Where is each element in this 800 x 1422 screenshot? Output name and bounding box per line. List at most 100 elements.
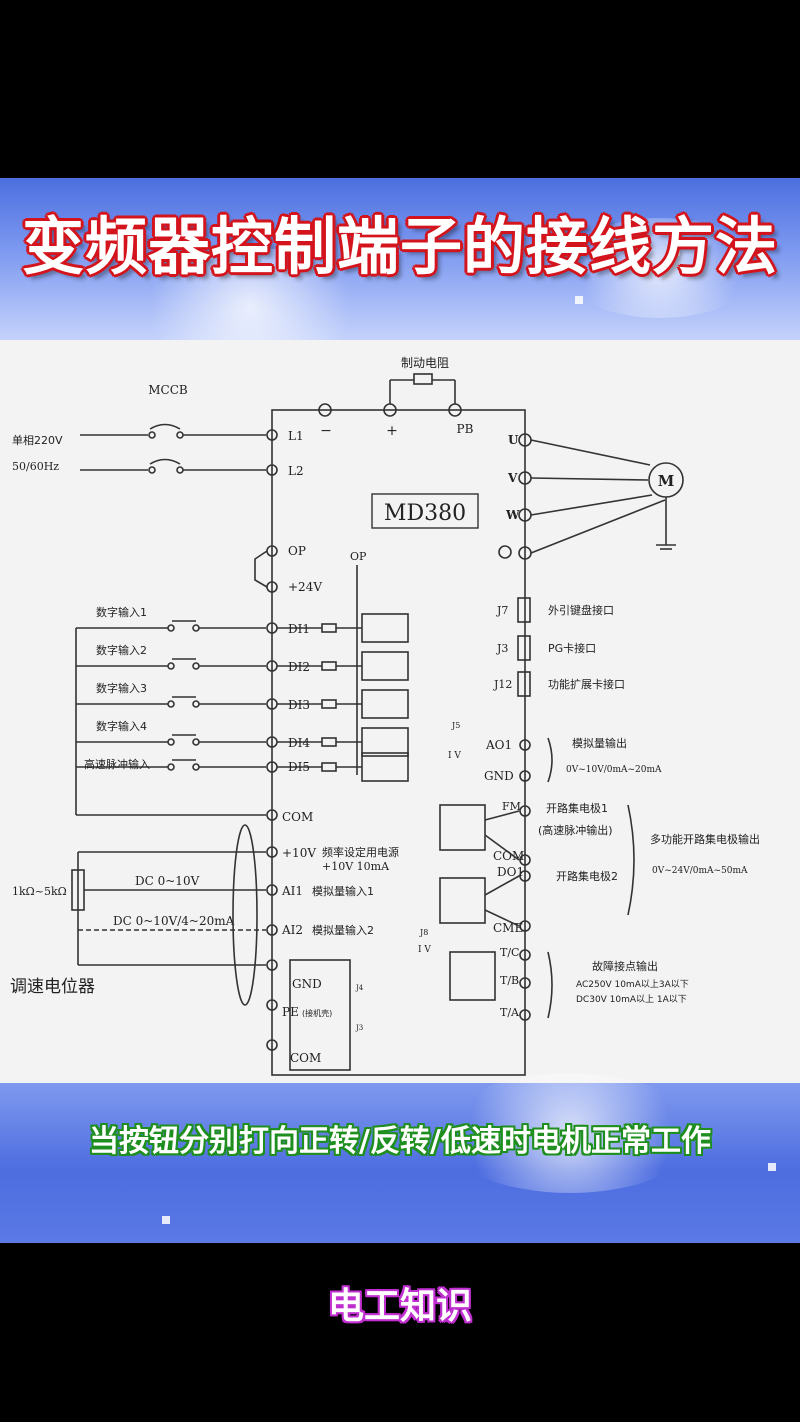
optocoupler <box>361 727 409 757</box>
channel-name: 电工知识 <box>327 1286 472 1327</box>
ao-range: 0V~10V/0mA~20mA <box>566 765 662 775</box>
switch-contact <box>192 662 200 670</box>
fault-spec-dc: DC30V 10mA以上 1A以下 <box>576 994 687 1005</box>
terminal-tc: T/C <box>500 946 519 959</box>
terminal-com-bottom: COM <box>290 1051 321 1065</box>
model-label: MD380 <box>384 501 466 526</box>
switch-contact <box>167 763 175 771</box>
jumper-j5-iv: I V <box>448 751 461 761</box>
terminal-di3: DI3 <box>288 698 310 712</box>
supply-voltage: 单相220V <box>12 434 63 447</box>
input-label-2: 数字输入2 <box>96 643 147 657</box>
dc-range-2: DC 0~10V/4~20mA <box>113 914 235 928</box>
terminal-minus: − <box>320 423 332 439</box>
jumper-j3: J3 <box>355 1024 363 1032</box>
sparkle <box>768 1163 776 1171</box>
connector-j7-label: 外引键盘接口 <box>548 603 614 617</box>
input-label-1: 数字输入1 <box>96 605 147 619</box>
terminal-w: W <box>505 508 520 522</box>
terminal-di5: DI5 <box>288 760 310 774</box>
sparkle <box>162 1216 170 1224</box>
switch-contact <box>167 624 175 632</box>
switch-contact <box>167 662 175 670</box>
input-label-4: 数字输入4 <box>96 719 147 733</box>
digital-input-rows <box>76 613 409 782</box>
connector-j12: J12 <box>493 678 512 691</box>
optocoupler <box>361 613 409 643</box>
terminal-op: OP <box>288 544 306 558</box>
resistor <box>321 699 337 709</box>
switch-contact <box>192 700 200 708</box>
jumper-j4: J4 <box>355 984 364 992</box>
jumper-j8-iv: I V <box>418 945 431 955</box>
motor-label: M <box>658 472 675 490</box>
terminal-10v: +10V <box>282 846 316 860</box>
terminal-pe: PE <box>282 1005 299 1019</box>
page-title: 变频器控制端子的接线方法 <box>21 210 778 283</box>
input-label-5: 高速脉冲输入 <box>84 757 150 771</box>
terminal-com-oc: COM <box>493 849 524 863</box>
terminal-di2: DI2 <box>288 660 310 674</box>
switch-contact <box>167 700 175 708</box>
ai2-label: 模拟量输入2 <box>312 923 374 937</box>
terminal-plus: + <box>386 423 398 439</box>
multi-output-label: 多功能开路集电极输出 <box>650 832 760 846</box>
terminal-tb: T/B <box>500 974 519 987</box>
terminal-fm: FM <box>502 800 521 813</box>
resistor <box>321 737 337 747</box>
inverter-body <box>271 409 526 1076</box>
mccb-label: MCCB <box>148 383 188 397</box>
terminal-di4: DI4 <box>288 736 310 750</box>
terminal-l2: L2 <box>288 464 304 478</box>
terminal-v: V <box>507 471 518 485</box>
fm-sublabel: (高速脉冲输出) <box>538 823 613 837</box>
do-label: 开路集电极2 <box>556 869 618 883</box>
connector-j3: J3 <box>496 642 508 655</box>
switch-contact <box>192 738 200 746</box>
glow-effect <box>560 218 760 318</box>
optocoupler <box>361 689 409 719</box>
terminal-ao-gnd: GND <box>484 769 514 783</box>
terminal-ai2: AI2 <box>281 923 303 937</box>
ai1-label: 模拟量输入1 <box>312 884 374 898</box>
terminal-l1: L1 <box>288 429 304 443</box>
freq-supply-spec: +10V 10mA <box>322 860 390 873</box>
terminal-com: COM <box>282 810 313 824</box>
sparkle <box>672 248 680 256</box>
potentiometer-label: 调速电位器 <box>10 977 95 997</box>
caption-text: 当按钮分别打向正转/反转/低速时电机正常工作 <box>89 1124 711 1159</box>
terminal-gnd: GND <box>292 977 322 991</box>
optocoupler <box>361 752 409 782</box>
terminal-pb: PB <box>457 422 474 436</box>
terminal-ta: T/A <box>500 1006 520 1019</box>
multi-output-range: 0V~24V/0mA~50mA <box>652 866 748 876</box>
jumper-j8: J8 <box>419 928 428 937</box>
terminal-24v: +24V <box>288 580 322 594</box>
dc-range-1: DC 0~10V <box>135 874 200 888</box>
resistor <box>321 623 337 633</box>
terminal-ai1: AI1 <box>281 884 303 898</box>
caption-banner <box>0 1073 800 1243</box>
ground-icon <box>498 545 512 559</box>
model-box <box>371 493 479 529</box>
resistor <box>321 762 337 772</box>
connector-j3-label: PG卡接口 <box>548 642 596 655</box>
wiring-diagram: MD380 制动电阻 − + PB MCCB 单相220V 50/60Hz L1… <box>0 340 800 1083</box>
ao-label: 模拟量输出 <box>572 736 627 750</box>
sparkle <box>575 296 583 304</box>
resistor <box>321 661 337 671</box>
terminal-ao1: AO1 <box>485 738 512 752</box>
pe-note: (接机壳) <box>302 1008 332 1018</box>
terminal-cme: CME <box>493 921 523 935</box>
terminal-di1: DI1 <box>288 622 310 636</box>
supply-frequency: 50/60Hz <box>12 460 59 473</box>
fault-output-label: 故障接点输出 <box>592 959 658 973</box>
title-banner <box>0 178 800 368</box>
terminal-do1: DO1 <box>497 865 524 879</box>
brake-resistor-label: 制动电阻 <box>401 356 449 370</box>
connector-j12-label: 功能扩展卡接口 <box>548 677 625 691</box>
glow-effect <box>440 1073 700 1193</box>
pot-range: 1kΩ~5kΩ <box>12 885 67 898</box>
optocoupler <box>361 651 409 681</box>
connector-j7: J7 <box>496 604 508 617</box>
